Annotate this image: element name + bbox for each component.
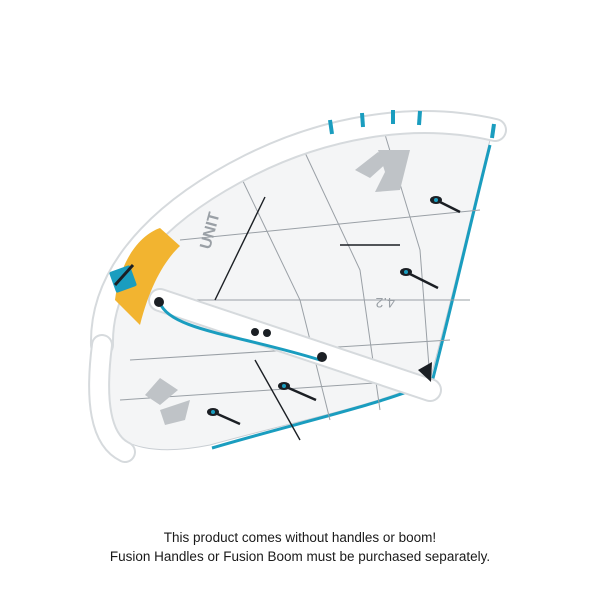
size-label: 4.2 — [375, 295, 395, 311]
le-stripes — [328, 110, 496, 139]
toggle-loops — [207, 196, 461, 426]
valve-section — [109, 228, 180, 325]
brand-logo — [145, 150, 410, 425]
notice-line-1: This product comes without handles or bo… — [163, 530, 437, 545]
product-image: 4.2 UNIT — [88, 110, 507, 463]
product-notice: This product comes without handles or bo… — [0, 528, 600, 566]
notice-line-2: Fusion Handles or Fusion Boom must be pu… — [109, 549, 491, 564]
attachment-points — [154, 297, 327, 362]
